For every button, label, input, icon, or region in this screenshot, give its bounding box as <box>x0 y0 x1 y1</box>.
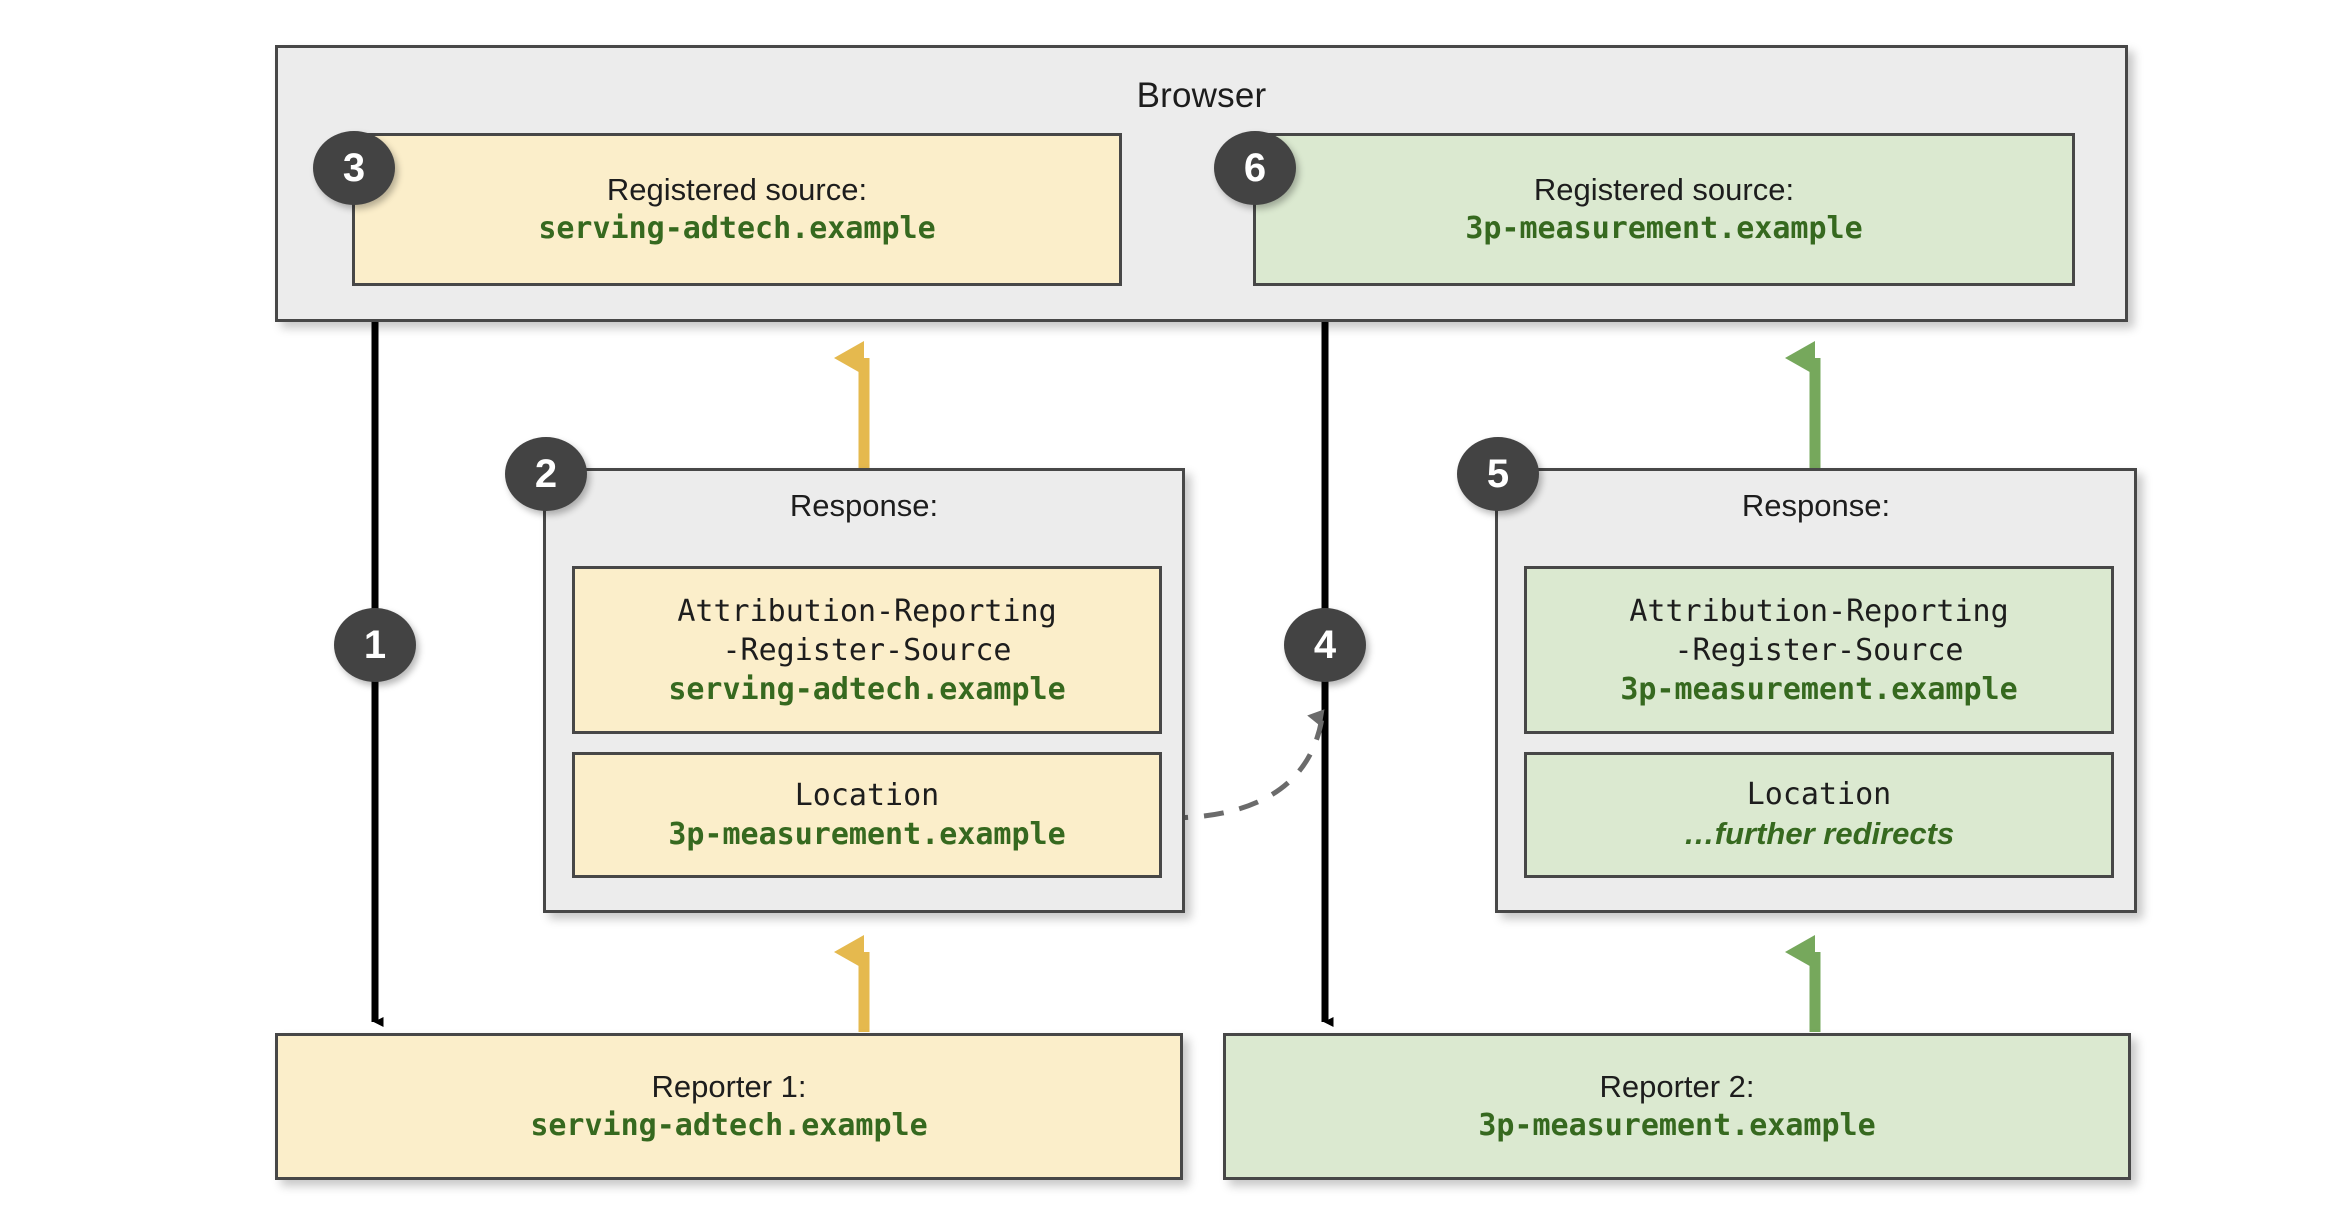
registered-source-heading-2: Registered source: <box>1533 172 1795 208</box>
registered-source-heading-1: Registered source: <box>606 172 868 208</box>
registered-source-card-3p-measurement: Registered source: 3p-measurement.exampl… <box>1253 133 2075 286</box>
response-title-1: Response: <box>789 488 939 523</box>
header-name-location-2: Location <box>1746 777 1892 813</box>
dashed-redirect-connector <box>1167 709 1325 821</box>
header-name-line2-2: -Register-Source <box>1674 632 1964 668</box>
header-name-location-1: Location <box>794 778 940 813</box>
header-name-line1-2: Attribution-Reporting <box>1629 593 2009 629</box>
response-card-reporter2: Response: Attribution-Reporting -Registe… <box>1495 468 2137 913</box>
step-badge-5: 5 <box>1457 437 1539 511</box>
reporter-2-value: 3p-measurement.example <box>1478 1107 1876 1143</box>
step-badge-6: 6 <box>1214 131 1296 205</box>
browser-title: Browser <box>1136 76 1267 115</box>
registered-source-card-serving-adtech: Registered source: serving-adtech.exampl… <box>352 133 1122 286</box>
step-badge-2: 2 <box>505 437 587 511</box>
header-value-1: serving-adtech.example <box>668 671 1066 707</box>
step-badge-1: 1 <box>334 608 416 682</box>
response-card-reporter1: Response: Attribution-Reporting -Registe… <box>543 468 1185 913</box>
header-value-location-2: …further redirects <box>1683 816 1955 852</box>
registered-source-value-2: 3p-measurement.example <box>1465 210 1863 246</box>
reporter-1-heading: Reporter 1: <box>651 1069 807 1105</box>
registered-source-value-1: serving-adtech.example <box>538 210 936 246</box>
header-value-location-1: 3p-measurement.example <box>668 817 1066 852</box>
response-header-register-source-2: Attribution-Reporting -Register-Source 3… <box>1524 566 2114 734</box>
header-value-2: 3p-measurement.example <box>1620 671 2018 707</box>
reporter-1-value: serving-adtech.example <box>530 1107 928 1143</box>
step-badge-4: 4 <box>1284 608 1366 682</box>
reporter-1-card: Reporter 1: serving-adtech.example <box>275 1033 1183 1180</box>
step-badge-3: 3 <box>313 131 395 205</box>
response-header-register-source-1: Attribution-Reporting -Register-Source s… <box>572 566 1162 734</box>
response-title-2: Response: <box>1741 488 1891 523</box>
header-name-line1-1: Attribution-Reporting <box>677 593 1057 629</box>
response-header-location-2: Location …further redirects <box>1524 752 2114 878</box>
reporter-2-heading: Reporter 2: <box>1599 1069 1755 1105</box>
header-name-line2-1: -Register-Source <box>722 632 1012 668</box>
response-header-location-1: Location 3p-measurement.example <box>572 752 1162 878</box>
reporter-2-card: Reporter 2: 3p-measurement.example <box>1223 1033 2131 1180</box>
